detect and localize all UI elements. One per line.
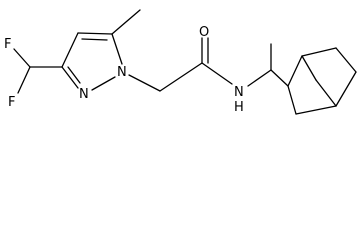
bond-n1-ch2 [128, 74, 161, 92]
bond-f1-chf2 [13, 48, 31, 68]
bond-norb-c4-c5 [335, 71, 357, 107]
atom-fluorine-bottom: F [8, 95, 15, 110]
bond-nh-ch [247, 69, 272, 87]
bond-norb-c3-c4 [295, 105, 337, 115]
atom-pyrazole-n1: N [117, 65, 127, 80]
atom-labels: F F N N O N H [4, 25, 244, 115]
bond-norb-c1-bridge [301, 55, 317, 81]
bond-n2-n1 [91, 76, 116, 91]
bond-c5-methyl [111, 9, 141, 35]
bond-norb-c5-c6 [335, 47, 357, 73]
atom-amide-hydrogen: H [234, 100, 244, 115]
bond-n1-c5 [111, 33, 123, 65]
bond-c5-c4 [77, 32, 113, 35]
bond-ch-bicyclo [270, 69, 289, 87]
bond-norb-c6-c1 [301, 47, 337, 57]
molecule-structure: F F N N O N H [4, 9, 357, 115]
atom-fluorine-top: F [4, 37, 11, 52]
atom-pyrazole-n2: N [79, 87, 89, 102]
atom-amide-nitrogen: N [234, 85, 244, 100]
bond-norb-bridge-c4 [315, 79, 337, 107]
bond-carbonyl-nh [201, 62, 233, 85]
bond-c5-c4-double [81, 38, 108, 41]
bond-norb-c2-c3 [287, 85, 297, 115]
bond-f2-chf2 [17, 66, 31, 94]
bond-c4-c3 [61, 32, 79, 68]
bond-c3-n2 [61, 66, 79, 89]
bond-norb-c1-c2 [287, 55, 303, 87]
bonds [13, 9, 357, 115]
atom-carbonyl-oxygen: O [199, 25, 209, 40]
bond-c3-n2-double [67, 66, 81, 84]
bond-ch2-carbonyl [159, 62, 203, 92]
